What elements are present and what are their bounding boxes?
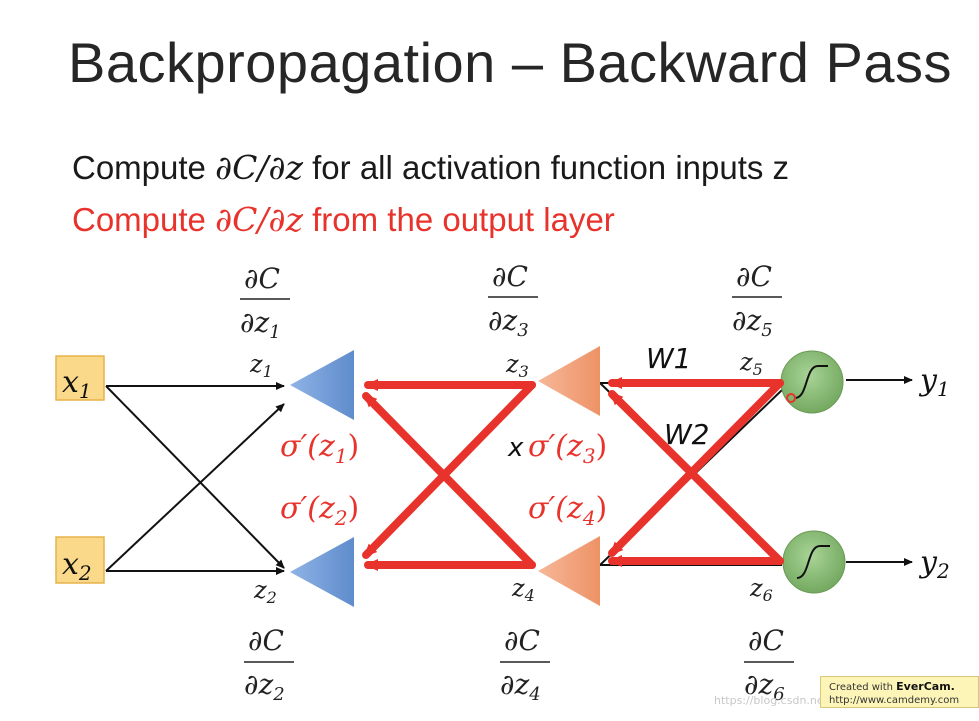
svg-text:∂z4: ∂z4 <box>500 668 541 705</box>
neuron-z4 <box>538 536 600 606</box>
handwritten-times: x <box>507 433 524 463</box>
sigma-prime-z1: σ′(z1) <box>280 429 359 468</box>
sigma-prime-z2: σ′(z2) <box>280 491 359 530</box>
subtitle-line-1: Compute ∂C/∂z for all activation functio… <box>72 148 789 187</box>
input-box-x2 <box>55 536 105 584</box>
line2-math: ∂C/∂z <box>215 200 303 239</box>
svg-text:∂z3: ∂z3 <box>488 304 529 341</box>
input-x2-label: x2 <box>62 547 92 585</box>
z5-label: z5 <box>739 348 763 379</box>
z4-label: z4 <box>511 574 535 605</box>
input-connections <box>105 382 285 575</box>
z1-label: z1 <box>249 350 273 381</box>
slide-title: Backpropagation – Backward Pass <box>68 31 952 94</box>
subtitle-line-2: Compute ∂C/∂z from the output layer <box>72 200 615 239</box>
svg-text:∂C: ∂C <box>736 260 772 293</box>
sigma-prime-z4: σ′(z4) <box>528 491 607 530</box>
sigma-prime-z3: σ′(z3) <box>528 429 607 468</box>
backward-arrows <box>362 377 784 571</box>
fraction-dC-dz6: ∂C ∂z6 <box>744 624 794 705</box>
line1-prefix: Compute <box>72 149 216 186</box>
z3-label: z3 <box>505 350 529 381</box>
line1-math: ∂C/∂z <box>215 148 303 187</box>
badge-line-1: Created with EverCam. <box>829 680 978 694</box>
svg-text:∂C: ∂C <box>244 262 280 295</box>
z6-label: z6 <box>749 574 773 605</box>
handwritten-w2: W2 <box>664 418 710 451</box>
neuron-z2 <box>290 537 354 607</box>
svg-text:∂C: ∂C <box>248 624 284 657</box>
fraction-dC-dz2: ∂C ∂z2 <box>244 624 294 705</box>
svg-text:∂C: ∂C <box>492 260 528 293</box>
line2-suffix: from the output layer <box>302 201 615 238</box>
svg-text:∂z1: ∂z1 <box>240 306 281 343</box>
handwritten-w1: W1 <box>646 342 692 375</box>
sigmoid-node-z6 <box>782 530 846 594</box>
output-y1-label: y1 <box>918 363 950 401</box>
svg-text:∂z5: ∂z5 <box>732 304 773 341</box>
badge-created: Created with <box>829 682 897 693</box>
output-y2-label: y2 <box>918 545 950 583</box>
neuron-z3 <box>538 346 600 416</box>
z2-label: z2 <box>253 576 277 607</box>
fraction-dC-dz5: ∂C ∂z5 <box>732 260 782 341</box>
badge-brand: EverCam. <box>896 680 955 693</box>
svg-text:∂C: ∂C <box>504 624 540 657</box>
fraction-dC-dz1: ∂C ∂z1 <box>240 262 290 343</box>
fraction-dC-dz3: ∂C ∂z3 <box>488 260 538 341</box>
line1-suffix: for all activation function inputs z <box>302 149 790 186</box>
red-dot-mark <box>786 393 796 403</box>
evercam-badge[interactable]: Created with EverCam. http://www.camdemy… <box>820 676 979 708</box>
line2-prefix: Compute <box>72 201 216 238</box>
sigmoid-node-z5 <box>780 350 844 414</box>
neuron-z1 <box>290 350 354 420</box>
badge-url: http://www.camdemy.com <box>829 695 960 706</box>
input-x1-label: x1 <box>62 365 92 403</box>
blog-watermark: https://blog.csdn.net/... <box>714 694 843 707</box>
svg-text:∂z6: ∂z6 <box>744 668 785 705</box>
fraction-dC-dz4: ∂C ∂z4 <box>500 624 550 705</box>
svg-text:∂z2: ∂z2 <box>244 668 285 705</box>
svg-text:∂C: ∂C <box>748 624 784 657</box>
input-box-x1 <box>55 355 105 401</box>
